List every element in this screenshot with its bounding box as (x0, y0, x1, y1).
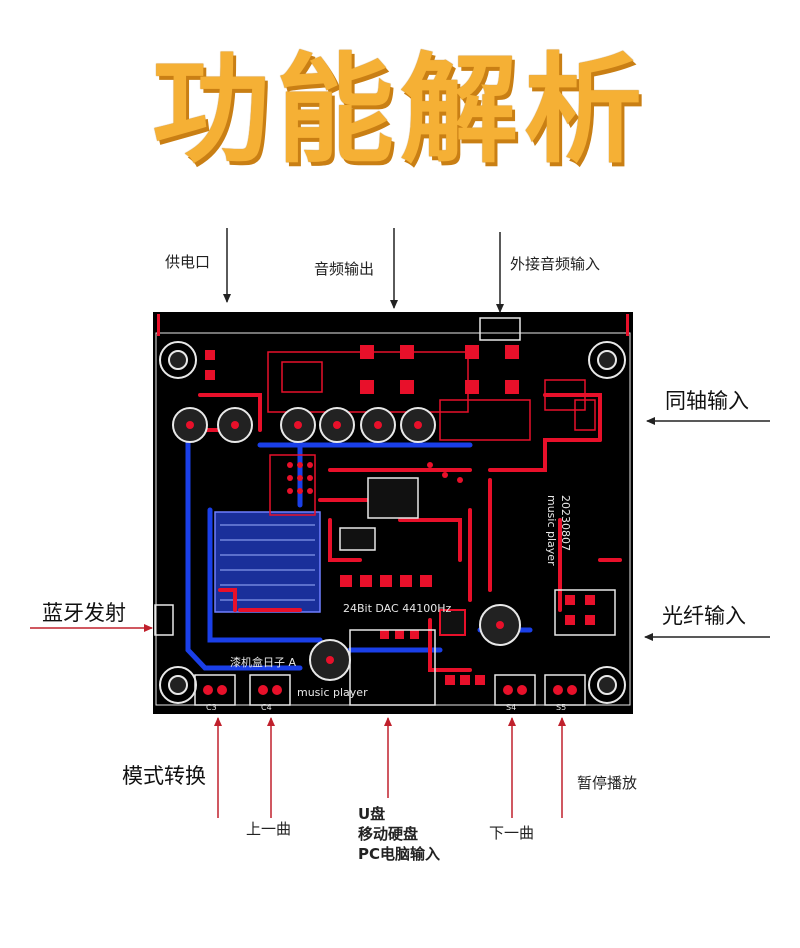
dac-ic (367, 477, 419, 519)
label-usb-input: U盘 移动硬盘 PC电脑输入 (358, 804, 440, 864)
label-next-track: 下一曲 (489, 824, 535, 842)
cn-silk-text: 漆机盒日子 A (230, 655, 296, 669)
label-mode-switch: 模式转换 (122, 764, 206, 788)
label-previous-track: 上一曲 (246, 820, 292, 838)
button-ref-s5: S5 (556, 703, 566, 712)
date-code-text: 20230807 (559, 495, 572, 551)
label-usb-line-2: 移动硬盘 (358, 825, 419, 843)
label-coaxial-input: 同轴输入 (665, 389, 749, 413)
button-ref-c3: C3 (206, 703, 217, 712)
player-silk-text-2: music player (545, 495, 558, 566)
label-pause-play: 暂停播放 (577, 774, 638, 792)
top-arrows (223, 228, 770, 641)
dac-silk-text: 24Bit DAC 44100Hz (343, 602, 451, 615)
mounting-holes (159, 341, 626, 704)
button-ref-c4: C4 (261, 703, 272, 712)
button-ref-s4: S4 (506, 703, 516, 712)
player-silk-text-1: music player (297, 686, 368, 699)
bottom-copper-area (214, 511, 321, 613)
label-bluetooth-transmit: 蓝牙发射 (42, 601, 126, 625)
red-arrows (30, 624, 566, 818)
label-external-audio-input: 外接音频输入 (510, 255, 601, 273)
label-audio-output: 音频输出 (314, 260, 375, 278)
label-usb-line-3: PC电脑输入 (358, 845, 441, 863)
page-title: 功能解析 (151, 41, 648, 179)
component-pads (205, 345, 595, 685)
top-copper (178, 393, 622, 672)
label-power-port: 供电口 (165, 253, 211, 271)
label-usb-line-1: U盘 (358, 805, 386, 823)
label-optical-input: 光纤输入 (662, 604, 746, 628)
